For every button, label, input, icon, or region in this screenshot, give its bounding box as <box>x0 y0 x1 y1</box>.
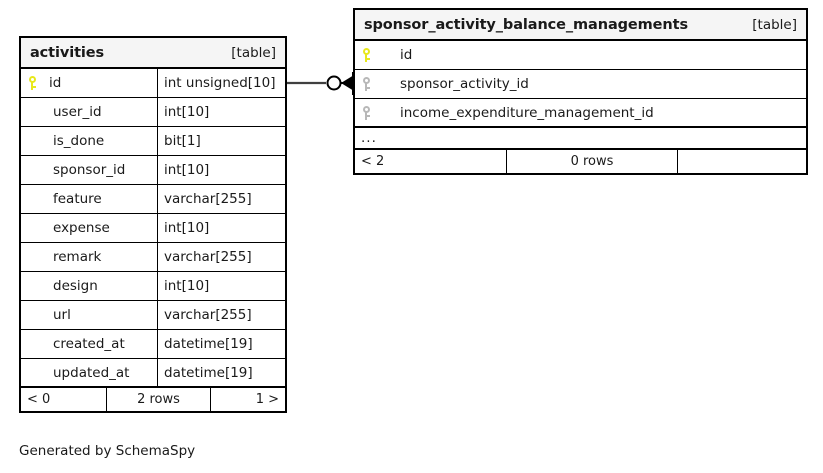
table-row[interactable]: id <box>355 41 806 70</box>
column-name-cell: design <box>21 272 157 300</box>
column-name-cell: expense <box>21 214 157 242</box>
table-row[interactable]: url varchar[255] <box>21 301 285 330</box>
column-name-cell: updated_at <box>21 359 157 386</box>
table-activities-header: activities [table] <box>21 38 285 69</box>
table-sponsor-activity-balance-managements-tag: [table] <box>752 16 797 33</box>
column-type: int[10] <box>157 214 285 242</box>
column-name-cell: feature <box>21 185 157 213</box>
column-name-cell: sponsor_id <box>21 156 157 184</box>
table-sponsor-activity-balance-managements-header: sponsor_activity_balance_managements [ta… <box>355 10 806 41</box>
table-row[interactable]: sponsor_activity_id <box>355 70 806 99</box>
column-type: int unsigned[10] <box>157 69 285 97</box>
column-name-cell: sponsor_activity_id <box>355 70 806 98</box>
table-sponsor-activity-balance-managements[interactable]: sponsor_activity_balance_managements [ta… <box>353 8 808 175</box>
row-count-label: 0 rows <box>506 150 677 173</box>
column-name: user_id <box>53 104 102 120</box>
table-activities-tag: [table] <box>231 44 276 61</box>
table-activities[interactable]: activities [table] id int unsigned[10] u… <box>19 36 287 413</box>
column-name: sponsor_id <box>53 162 126 178</box>
prev-page-button[interactable]: < 0 <box>27 392 51 407</box>
column-name: feature <box>53 191 102 207</box>
table-activities-title: activities <box>30 44 105 61</box>
column-name: id <box>49 75 62 91</box>
foreign-key-icon <box>362 105 383 120</box>
column-type: int[10] <box>157 272 285 300</box>
column-name-cell: url <box>21 301 157 329</box>
column-name: expense <box>53 220 110 236</box>
table-row[interactable]: sponsor_id int[10] <box>21 156 285 185</box>
column-name: remark <box>53 249 102 265</box>
table-row[interactable]: id int unsigned[10] <box>21 69 285 98</box>
table-activities-footer: < 0 2 rows 1 > <box>21 388 285 411</box>
column-name-cell: income_expenditure_management_id <box>355 99 806 126</box>
column-type: varchar[255] <box>157 243 285 271</box>
column-name-cell: remark <box>21 243 157 271</box>
column-name-cell: id <box>355 41 806 69</box>
column-name: design <box>53 278 98 294</box>
column-type: int[10] <box>157 98 285 126</box>
more-columns-indicator: ... <box>355 128 806 150</box>
column-name-cell: is_done <box>21 127 157 155</box>
column-name: id <box>400 47 413 63</box>
column-type: datetime[19] <box>157 330 285 358</box>
column-name-cell: id <box>21 69 157 97</box>
table-sponsor-activity-balance-managements-footer: < 2 0 rows <box>355 150 806 173</box>
table-row[interactable]: remark varchar[255] <box>21 243 285 272</box>
column-type: varchar[255] <box>157 301 285 329</box>
column-type: bit[1] <box>157 127 285 155</box>
column-type: int[10] <box>157 156 285 184</box>
primary-key-icon <box>28 76 49 90</box>
next-page-button[interactable]: 1 > <box>210 388 285 411</box>
column-name: income_expenditure_management_id <box>400 104 654 121</box>
column-name-cell: created_at <box>21 330 157 358</box>
table-row[interactable]: expense int[10] <box>21 214 285 243</box>
table-row[interactable]: design int[10] <box>21 272 285 301</box>
table-row[interactable]: user_id int[10] <box>21 98 285 127</box>
column-name: is_done <box>53 133 105 149</box>
table-row[interactable]: created_at datetime[19] <box>21 330 285 359</box>
column-name: created_at <box>53 336 125 352</box>
column-name: sponsor_activity_id <box>400 76 529 92</box>
table-row[interactable]: feature varchar[255] <box>21 185 285 214</box>
table-row[interactable]: updated_at datetime[19] <box>21 359 285 388</box>
table-sponsor-activity-balance-managements-title: sponsor_activity_balance_managements <box>364 16 688 33</box>
prev-page-button[interactable]: < 2 <box>361 154 385 169</box>
row-count-label: 2 rows <box>106 388 210 411</box>
generated-by-caption: Generated by SchemaSpy <box>19 443 196 459</box>
column-type: datetime[19] <box>157 359 285 386</box>
column-name: updated_at <box>53 364 130 381</box>
primary-key-icon <box>362 48 383 62</box>
table-row[interactable]: income_expenditure_management_id <box>355 99 806 128</box>
table-row[interactable]: is_done bit[1] <box>21 127 285 156</box>
column-name: url <box>53 307 71 323</box>
column-type: varchar[255] <box>157 185 285 213</box>
column-name-cell: user_id <box>21 98 157 126</box>
next-page-button[interactable] <box>677 150 806 173</box>
foreign-key-icon <box>362 77 383 91</box>
